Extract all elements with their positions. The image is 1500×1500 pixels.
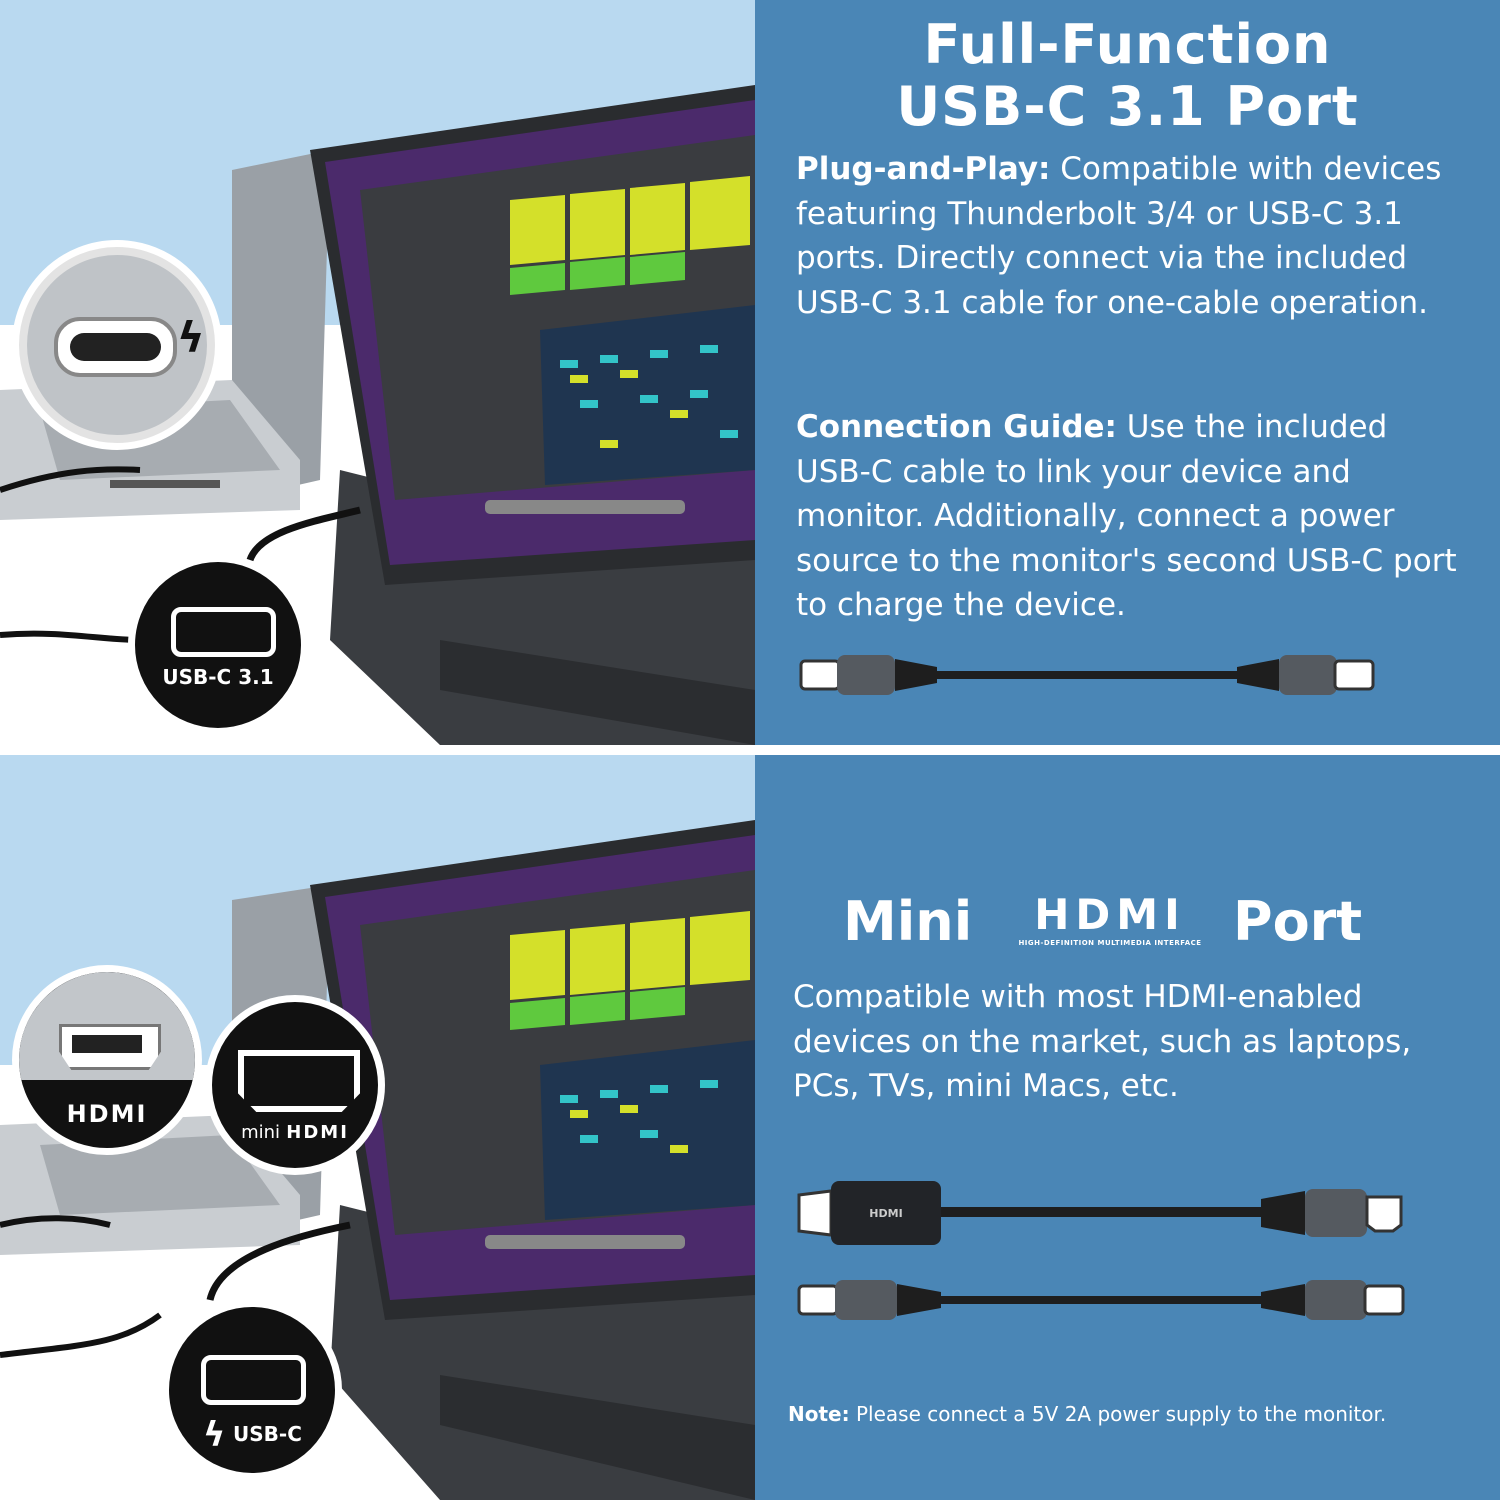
usb-c-port-icon (201, 1355, 306, 1405)
hdmi-port-icon (59, 1024, 161, 1070)
mini-hdmi-word: HDMI (286, 1122, 349, 1143)
hdmi-cable-icon: HDMI (797, 1181, 1403, 1245)
usb-c-port-icon (171, 607, 276, 657)
connection-guide-paragraph: Connection Guide: Use the included USB-C… (796, 405, 1466, 628)
power-note: Note: Please connect a 5V 2A power suppl… (788, 1402, 1488, 1426)
mini-hdmi-prefix: mini (241, 1122, 281, 1143)
connection-guide-text: Use the included USB-C cable to link you… (796, 409, 1457, 623)
mini-hdmi-port-icon (238, 1050, 360, 1112)
hdmi-info-panel: Mini HDMI HIGH-DEFINITION MULTIMEDIA INT… (755, 755, 1500, 1500)
usb-c-cable-icon (799, 655, 1375, 695)
connection-guide-label: Connection Guide: (796, 409, 1117, 445)
section-divider (0, 745, 1500, 755)
power-note-text: Please connect a 5V 2A power supply to t… (849, 1402, 1387, 1426)
hdmi-title: Mini HDMI HIGH-DEFINITION MULTIMEDIA INT… (755, 887, 1500, 967)
power-note-label: Note: (788, 1402, 850, 1426)
hdmi-title-prefix: Mini (843, 890, 973, 953)
usbc-title-line2: USB-C 3.1 Port (896, 75, 1359, 138)
hdmi-body-paragraph: Compatible with most HDMI-enabled device… (793, 979, 1412, 1104)
monitor-usbc-power-label: USB-C (233, 1422, 302, 1446)
laptop-hdmi-callout: HDMI (12, 965, 202, 1155)
monitor-usbc-label: USB-C 3.1 (162, 665, 274, 689)
lightning-icon: ϟ (203, 1415, 226, 1455)
hdmi-title-suffix: Port (1233, 890, 1363, 953)
monitor-usbc-callout: USB-C 3.1 (128, 555, 308, 735)
usb-c-port-icon (54, 317, 177, 377)
monitor-usbc-power-callout: ϟ USB-C (162, 1300, 342, 1480)
hdmi-cable-label: HDMI (869, 1207, 902, 1220)
plug-and-play-text: Compatible with devices featuring Thunde… (796, 151, 1442, 321)
plug-and-play-paragraph: Plug-and-Play: Compatible with devices f… (796, 147, 1466, 325)
monitor-mini-hdmi-callout: mini HDMI (205, 995, 385, 1175)
monitor-laptop-illustration (0, 820, 755, 1500)
top-illustration-panel: ϟ USB-C 3.1 (0, 0, 755, 745)
mini-hdmi-label: mini HDMI (212, 1122, 378, 1143)
bottom-illustration-panel: HDMI mini HDMI ϟ USB-C (0, 755, 755, 1500)
usb-c-cable-icon (797, 1280, 1405, 1320)
laptop-port-callout: ϟ (12, 240, 222, 450)
usbc-info-panel: Full-Function USB-C 3.1 Port Plug-and-Pl… (755, 0, 1500, 745)
laptop-hdmi-label: HDMI (66, 1100, 148, 1128)
plug-and-play-label: Plug-and-Play: (796, 151, 1051, 187)
hdmi-logo-word: HDMI (1034, 890, 1186, 939)
usbc-title-line1: Full-Function (923, 13, 1332, 76)
thunderbolt-icon: ϟ (177, 313, 205, 362)
hdmi-logo: HDMI HIGH-DEFINITION MULTIMEDIA INTERFAC… (1007, 893, 1213, 953)
hdmi-logo-subtitle: HIGH-DEFINITION MULTIMEDIA INTERFACE (1018, 939, 1202, 947)
